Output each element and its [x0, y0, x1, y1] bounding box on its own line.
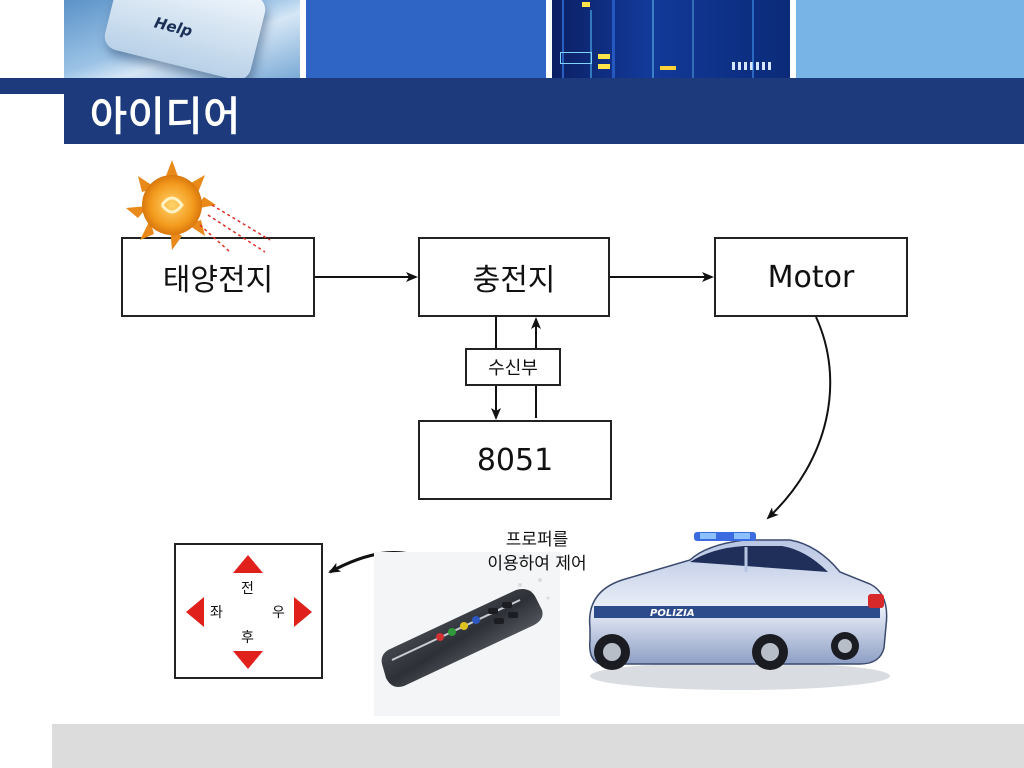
slide-title: 아이디어: [90, 94, 242, 140]
propeller-control-caption: 프로퍼를 이용하여 제어: [462, 528, 612, 576]
forward-arrow-icon: [233, 555, 263, 573]
keyboard-help-image: Help: [64, 0, 300, 83]
motor-label: Motor: [767, 259, 855, 295]
motor-box: Motor: [714, 237, 908, 317]
footer-bar: [52, 724, 1024, 768]
receiver-label: 수신부: [488, 358, 538, 379]
mcu-label: 8051: [476, 442, 554, 478]
title-bar: 아이디어: [64, 78, 1024, 144]
receiver-box: 수신부: [465, 348, 561, 386]
caption-line-2: 이용하여 제어: [487, 554, 587, 574]
right-arrow-icon: [294, 597, 312, 627]
title-accent-bar: [0, 78, 64, 94]
header-light-blue-panel: [796, 0, 1024, 78]
backward-arrow-icon: [233, 651, 263, 669]
solar-cell-box: 태양전지: [121, 237, 315, 317]
header-blue-panel: [306, 0, 546, 78]
direction-left-label: 좌: [210, 605, 223, 621]
caption-line-1: 프로퍼를: [505, 530, 569, 550]
direction-forward-label: 전: [241, 581, 254, 597]
charger-box: 충전지: [418, 237, 610, 317]
charger-label: 충전지: [472, 263, 556, 298]
circuit-board-image: [552, 0, 790, 78]
left-arrow-icon: [186, 597, 204, 627]
mcu-box: 8051: [418, 420, 612, 500]
arrow-motor-to-car: [766, 316, 832, 520]
direction-backward-label: 후: [241, 630, 254, 646]
remote-control-image: [374, 552, 560, 716]
solar-cell-label: 태양전지: [162, 263, 274, 298]
svg-text:POLIZIA: POLIZIA: [650, 608, 695, 619]
sun-icon: [126, 160, 271, 253]
direction-control-panel: 전 후 좌 우: [174, 543, 323, 679]
police-car-image: POLIZIA: [588, 532, 890, 690]
direction-right-label: 우: [272, 605, 285, 621]
